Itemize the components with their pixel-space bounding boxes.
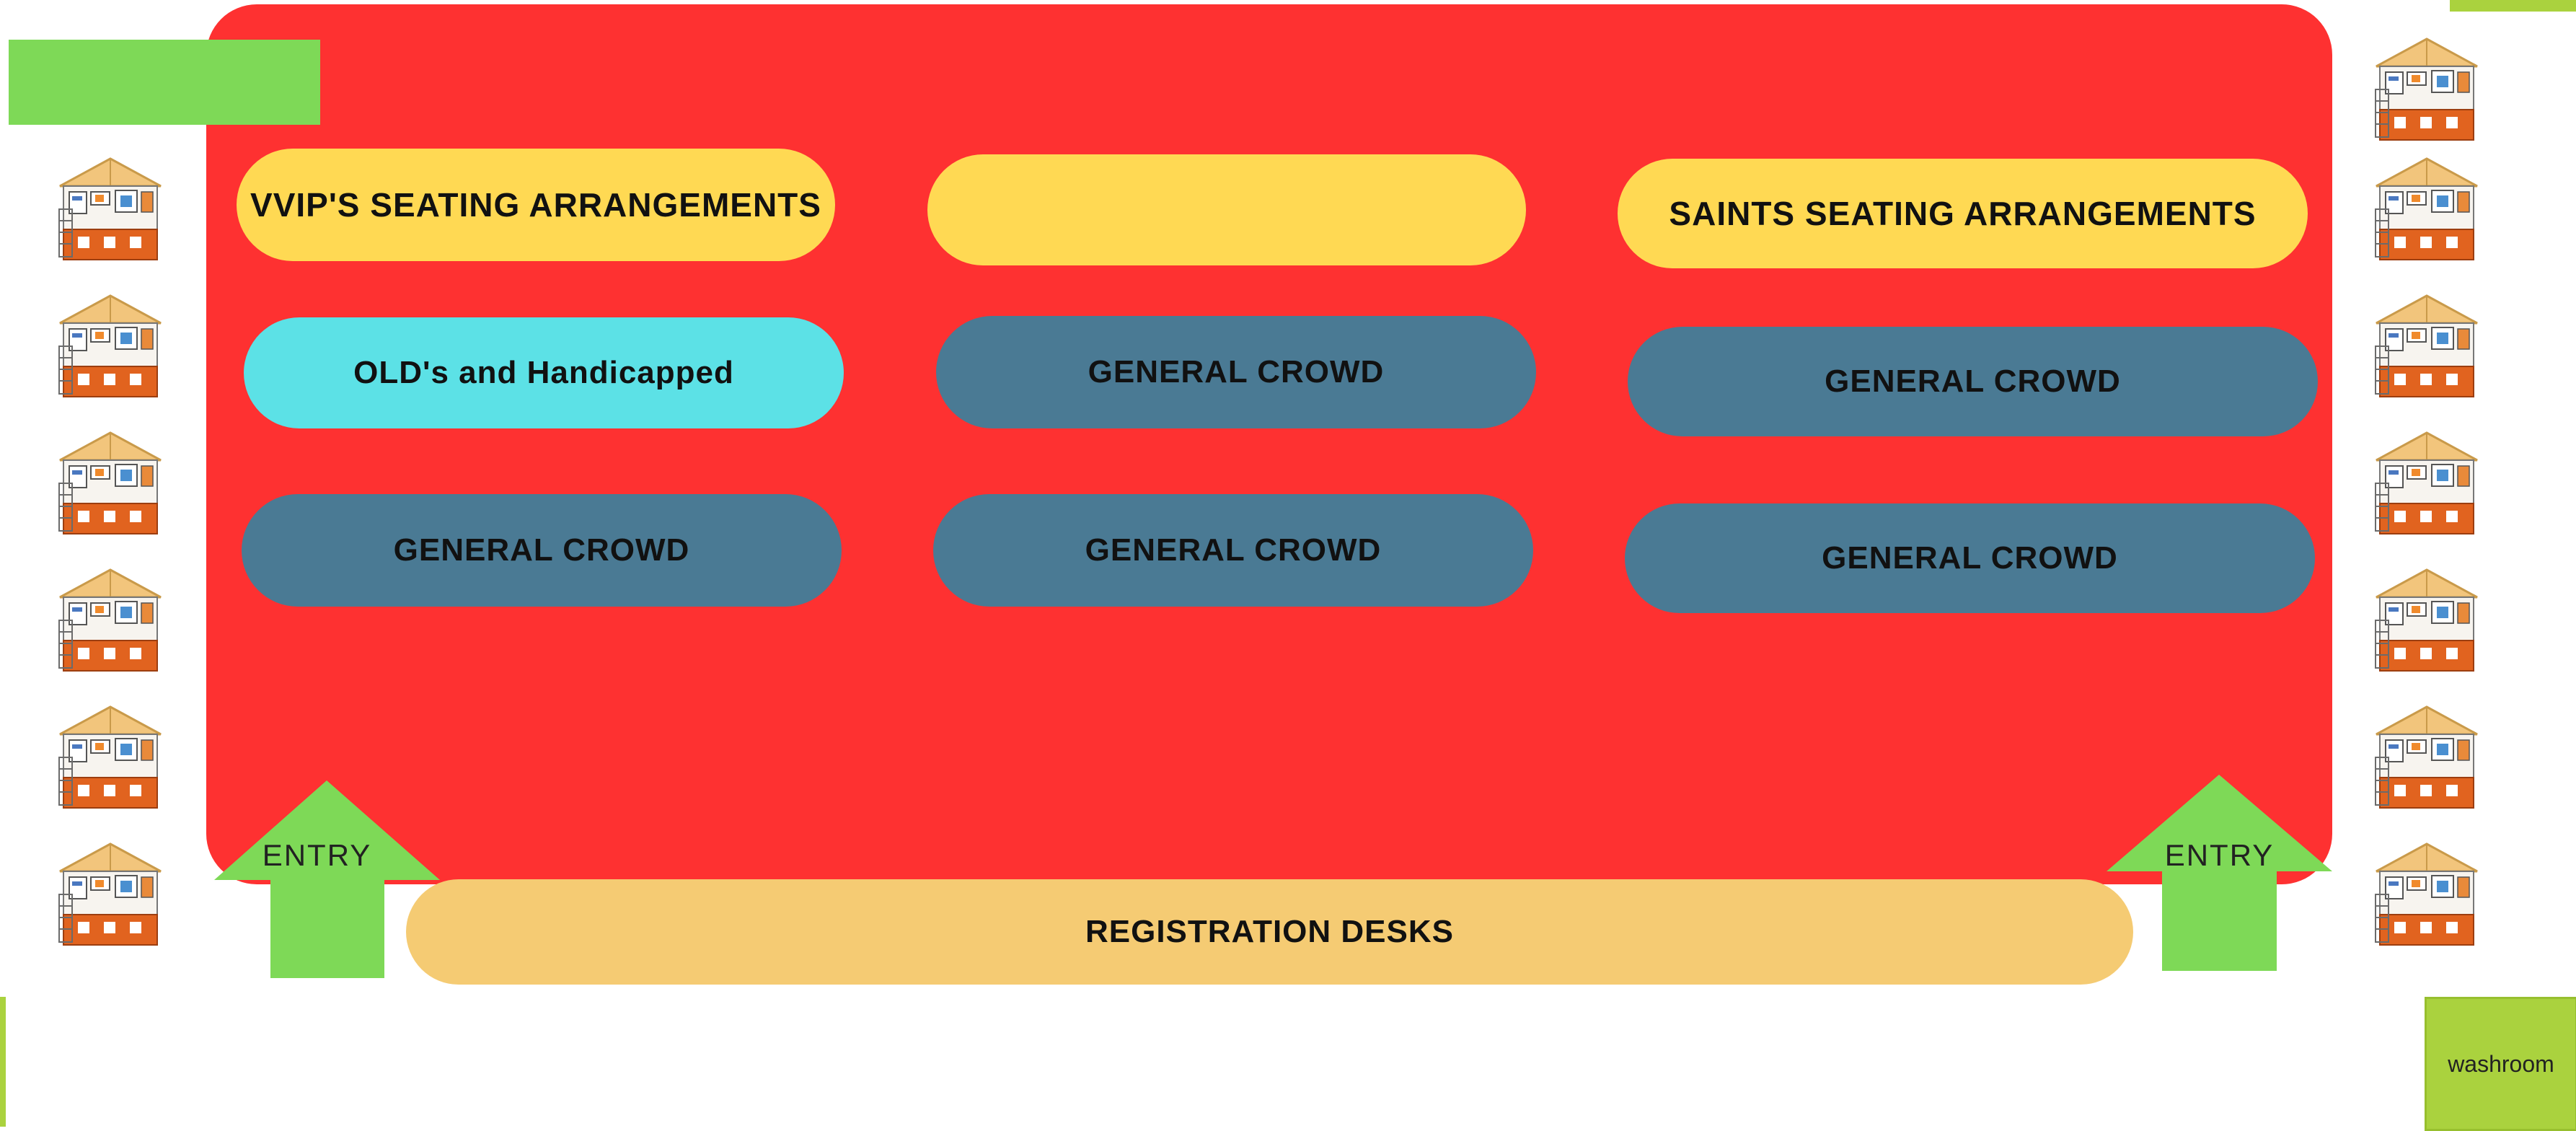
vvip-seating: VVIP'S SEATING ARRANGEMENTS [237,149,835,261]
registration-desks: REGISTRATION DESKS [406,879,2133,985]
venue-area [206,4,2332,884]
stall-booth-icon [2374,568,2479,672]
stall-booth-icon [2374,157,2479,261]
washroom-right: washroom [2425,997,2576,1131]
stall-booth-icon [2374,294,2479,398]
old-handicapped-seating: OLD's and Handicapped [244,317,844,428]
stall-booth-icon [58,294,162,398]
entry-label: ENTRY [2164,838,2275,872]
center-seating [927,154,1526,265]
entry-label: ENTRY [262,838,372,872]
stall-booth-icon [2374,38,2479,141]
arrow-up-icon [2107,775,2332,971]
general-crowd-r2-c2: GENERAL CROWD [936,316,1536,428]
arrow-up-icon [214,780,440,978]
general-crowd-r2-c3: GENERAL CROWD [1628,327,2318,436]
stall-booth-icon [2374,431,2479,535]
entry-arrow-left: ENTRY [214,780,440,978]
stall-booth-icon [58,842,162,946]
stall-booth-icon [58,157,162,261]
general-crowd-r3-c2: GENERAL CROWD [933,494,1533,607]
entry-arrow-right: ENTRY [2107,775,2332,971]
stall-booth-icon [58,705,162,809]
washroom-left-fragment [0,997,6,1127]
stall-booth-icon [2374,842,2479,946]
general-crowd-r3-c1: GENERAL CROWD [242,494,842,607]
green-marker [9,40,320,125]
stall-booth-icon [2374,705,2479,809]
stall-booth-icon [58,431,162,535]
washroom-fragment-top [2450,0,2576,12]
general-crowd-r3-c3: GENERAL CROWD [1625,503,2315,613]
saints-seating: SAINTS SEATING ARRANGEMENTS [1618,159,2308,268]
stall-booth-icon [58,568,162,672]
